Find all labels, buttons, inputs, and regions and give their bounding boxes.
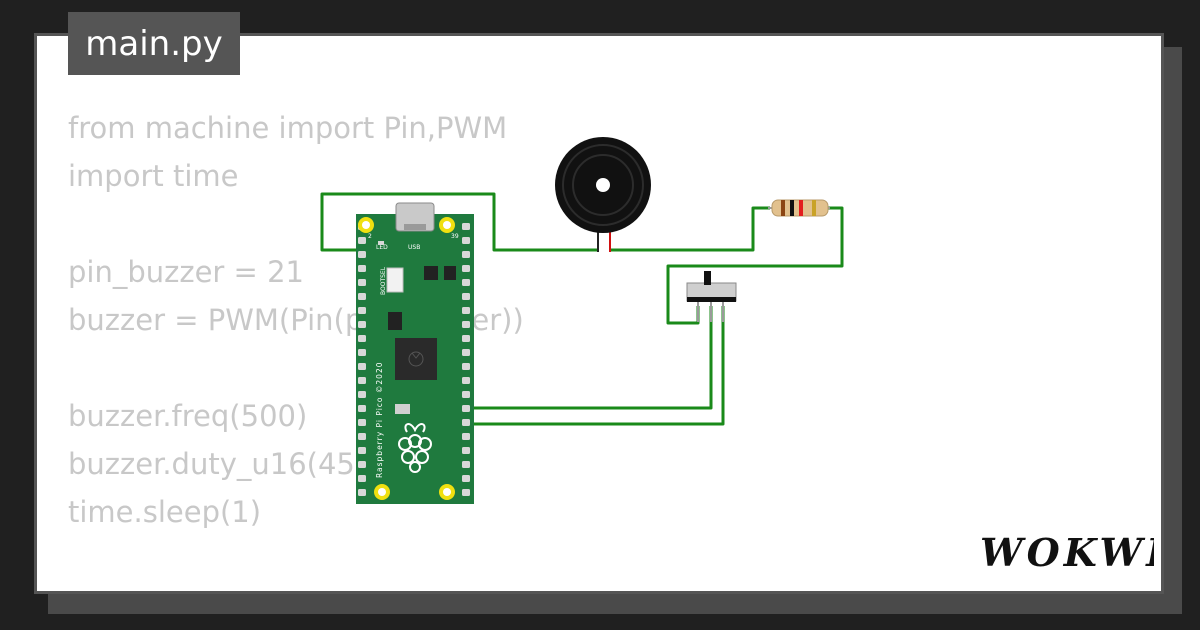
chip-flash bbox=[388, 312, 402, 330]
pico-pin-left[interactable] bbox=[358, 377, 366, 384]
pico-pin-right[interactable] bbox=[462, 321, 470, 328]
pico-pin-left[interactable] bbox=[358, 419, 366, 426]
usb-connector bbox=[395, 202, 435, 232]
pico-pin-right[interactable] bbox=[462, 433, 470, 440]
wires bbox=[320, 192, 844, 426]
corner-mounting-holes bbox=[358, 217, 455, 500]
pico-pin-left[interactable] bbox=[358, 321, 366, 328]
wire-switch-to-pico-a bbox=[466, 306, 713, 410]
pico-pin-left[interactable] bbox=[358, 391, 366, 398]
preview-card bbox=[34, 33, 1164, 594]
pin-1-label: 2 bbox=[368, 233, 372, 240]
pico-pin-left[interactable] bbox=[358, 279, 366, 286]
pico-pin-left[interactable] bbox=[358, 237, 366, 244]
pico-pin-left[interactable] bbox=[358, 293, 366, 300]
code-line: from machine import Pin,PWM bbox=[68, 111, 508, 145]
pico-pin-left[interactable] bbox=[358, 363, 366, 370]
pico-pins bbox=[358, 223, 470, 496]
file-tab-label: main.py bbox=[85, 23, 223, 64]
pico-pin-right[interactable] bbox=[462, 279, 470, 286]
pin-39-label: 39 bbox=[451, 233, 459, 240]
pico-pin-left[interactable] bbox=[358, 489, 366, 496]
status-led bbox=[378, 241, 384, 245]
pico-pin-left[interactable] bbox=[358, 447, 366, 454]
pico-pin-right[interactable] bbox=[462, 349, 470, 356]
code-preview: from machine import Pin,PWM import time … bbox=[68, 104, 524, 536]
pico-pin-right[interactable] bbox=[462, 391, 470, 398]
rp2040-chip bbox=[395, 338, 437, 380]
pico-pin-right[interactable] bbox=[462, 251, 470, 258]
slide-switch[interactable] bbox=[686, 271, 737, 322]
slide-switch-handle[interactable] bbox=[704, 271, 711, 285]
code-line: buzzer.freq(500) bbox=[68, 399, 308, 433]
pico-pin-left[interactable] bbox=[358, 405, 366, 412]
led-label: LED bbox=[376, 244, 388, 251]
pico-pin-right[interactable] bbox=[462, 377, 470, 384]
raspberry-pi-logo-icon bbox=[398, 423, 432, 473]
piezo-buzzer[interactable] bbox=[555, 137, 651, 252]
pico-pin-left[interactable] bbox=[358, 475, 366, 482]
pico-pin-left[interactable] bbox=[358, 265, 366, 272]
wire-switch-to-pico-b bbox=[466, 306, 725, 426]
pico-pin-right[interactable] bbox=[462, 447, 470, 454]
chip-small-b bbox=[444, 266, 456, 280]
pico-pin-left[interactable] bbox=[358, 433, 366, 440]
pico-pin-right[interactable] bbox=[462, 363, 470, 370]
board-silkscreen-label: Raspberry Pi Pico ©2020 bbox=[375, 362, 384, 479]
pico-pin-right[interactable] bbox=[462, 405, 470, 412]
pico-pin-left[interactable] bbox=[358, 251, 366, 258]
pico-pin-right[interactable] bbox=[462, 307, 470, 314]
pico-pin-left[interactable] bbox=[358, 349, 366, 356]
rp2040-logo-icon bbox=[408, 351, 424, 367]
wire-resistor-to-switch bbox=[666, 206, 844, 325]
wokwi-logo: WOKWI bbox=[980, 530, 1154, 575]
code-line: time.sleep(1) bbox=[68, 495, 262, 529]
chip-small-a bbox=[424, 266, 438, 280]
pad-component bbox=[395, 404, 410, 414]
pico-pin-right[interactable] bbox=[462, 335, 470, 342]
pico-pin-left[interactable] bbox=[358, 335, 366, 342]
pico-pin-right[interactable] bbox=[462, 237, 470, 244]
resistor[interactable] bbox=[768, 199, 830, 217]
pico-pin-right[interactable] bbox=[462, 489, 470, 496]
pico-pin-right[interactable] bbox=[462, 461, 470, 468]
wire-buzzer-to-resistor bbox=[610, 206, 770, 252]
file-tab: main.py bbox=[68, 12, 240, 75]
wokwi-logo-text: WOKWI bbox=[980, 530, 1154, 575]
code-line: pin_buzzer = 21 bbox=[68, 255, 304, 289]
pico-pin-right[interactable] bbox=[462, 265, 470, 272]
pico-pin-right[interactable] bbox=[462, 475, 470, 482]
pico-pin-left[interactable] bbox=[358, 307, 366, 314]
pico-pin-right[interactable] bbox=[462, 293, 470, 300]
bootsel-label: BOOTSEL bbox=[380, 266, 387, 295]
pico-pin-right[interactable] bbox=[462, 223, 470, 230]
wire-pico-to-buzzer bbox=[320, 192, 598, 252]
pico-pin-right[interactable] bbox=[462, 419, 470, 426]
raspberry-pi-pico[interactable]: 2 39 LED USB BOOTSEL Raspberry Pi Pico ©… bbox=[356, 202, 474, 504]
bootsel-button[interactable] bbox=[386, 267, 404, 293]
code-line: import time bbox=[68, 159, 239, 193]
pico-pin-left[interactable] bbox=[358, 461, 366, 468]
usb-label: USB bbox=[408, 244, 420, 251]
